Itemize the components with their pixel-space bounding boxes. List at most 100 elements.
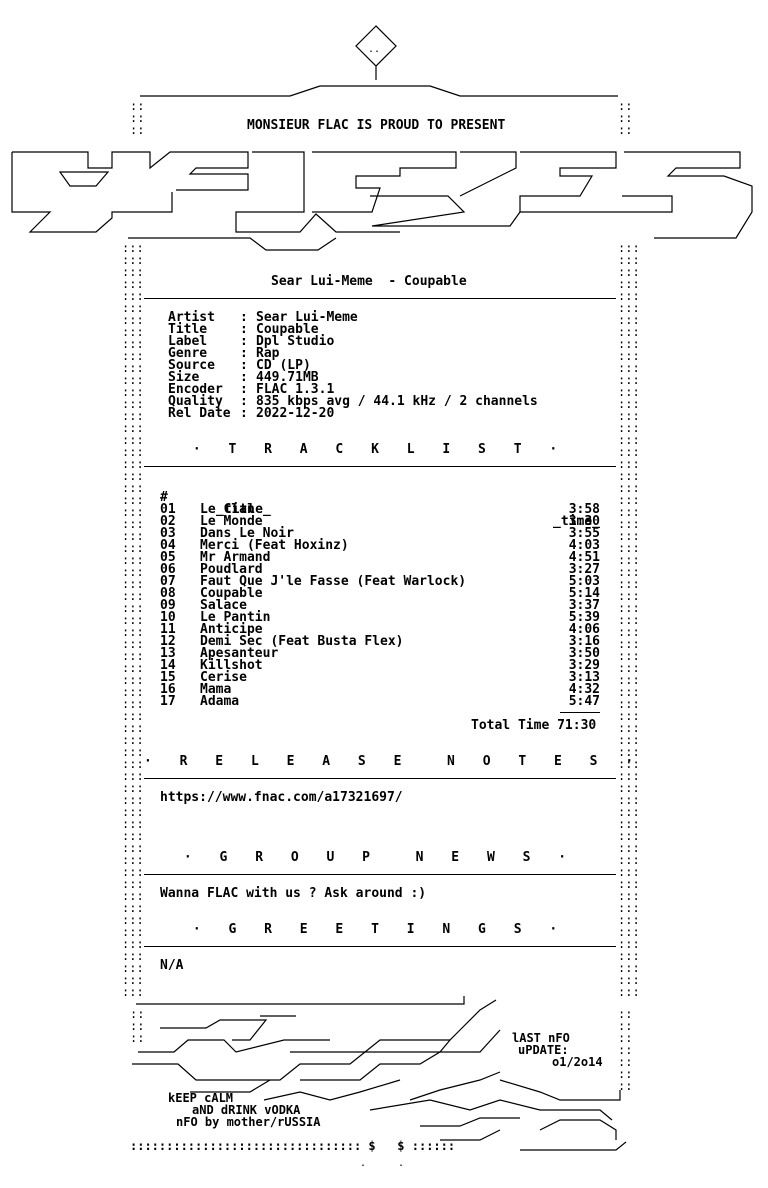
column-number: # (160, 490, 168, 505)
motto-line-1: kEEP cALM (168, 1091, 234, 1105)
footer-dots-line: :::::::::::::::::::::::::::::::: $ $ :::… (130, 1139, 456, 1153)
info-separator: : (240, 322, 248, 337)
info-separator: : (240, 382, 248, 397)
info-value: CD (LP) (256, 358, 311, 373)
nfo-credit: nFO by mother/rUSSIA (176, 1115, 321, 1129)
info-value: Dpl Studio (256, 334, 335, 349)
track-number: 12 (160, 634, 176, 649)
track-title: Cerise (200, 670, 247, 685)
release-notes-heading: · R E L E A S E N O T E S · (144, 754, 644, 769)
info-separator: : (240, 346, 248, 361)
update-label: uPDATE: (518, 1043, 569, 1057)
divider (144, 466, 616, 467)
footer-right-dots: :: :: :: :: :: :: :: (618, 1007, 633, 1093)
track-row: 14 Killshot 3:29 (160, 658, 600, 673)
tracklist-header-row: # _title_ _time_ (160, 480, 600, 528)
info-separator: : (240, 370, 248, 385)
track-time: 3:55 (568, 526, 600, 541)
track-number: 09 (160, 598, 176, 613)
track-number: 04 (160, 538, 176, 553)
info-value: Rap (256, 346, 280, 361)
release-notes-link[interactable]: https://www.fnac.com/a17321697/ (160, 790, 403, 805)
info-row: Title: Coupable (168, 322, 319, 337)
divider (144, 946, 616, 947)
track-row: 02 Le Monde 3:30 (160, 514, 600, 529)
footer-left-dots: :: :: :: (130, 1007, 145, 1045)
column-title: _title_ (216, 502, 271, 517)
update-date: o1/2o14 (552, 1055, 603, 1069)
info-row: Source:CD (LP) (168, 358, 311, 373)
info-value: Coupable (256, 322, 319, 337)
info-value: Sear Lui-Meme (256, 310, 358, 325)
info-value: 2022-12-20 (256, 406, 335, 421)
info-key: Quality (168, 394, 223, 409)
track-title: Merci (Feat Hoxinz) (200, 538, 349, 553)
info-key: Rel Date (168, 406, 231, 421)
track-number: 08 (160, 586, 176, 601)
info-value: 449.71MB (256, 370, 319, 385)
info-row: Genre: Rap (168, 346, 280, 361)
info-value: FLAC 1.3.1 (256, 382, 335, 397)
last-nfo-label: lAST nFO (512, 1031, 570, 1045)
top-right-dots: :: :: :: (618, 99, 633, 137)
track-number: 10 (160, 610, 176, 625)
track-title: Mama (200, 682, 232, 697)
presenter-line: MONSIEUR FLAC IS PROUD TO PRESENT (247, 118, 506, 133)
track-time: 3:30 (568, 514, 600, 529)
track-time: 3:29 (568, 658, 600, 673)
svg-text:.: . (360, 1158, 366, 1169)
info-key: Size (168, 370, 200, 385)
track-time: 5:14 (568, 586, 600, 601)
track-row: 07 Faut Que J'le Fasse (Feat Warlock) 5:03 (160, 574, 600, 589)
track-number: 07 (160, 574, 176, 589)
track-row: 15 Cerise 3:13 (160, 670, 600, 685)
track-title: Apesanteur (200, 646, 279, 661)
track-title: Le Monde (200, 514, 263, 529)
track-title: Faut Que J'le Fasse (Feat Warlock) (200, 574, 467, 589)
track-number: 06 (160, 562, 176, 577)
track-title: Coupable (200, 586, 263, 601)
track-number: 15 (160, 670, 176, 685)
info-key: Label (168, 334, 208, 349)
track-time: 3:37 (568, 598, 600, 613)
track-number: 17 (160, 694, 176, 709)
frame-right-border: ::: ::: ::: ::: ::: ::: ::: ::: ::: ::: … (618, 241, 640, 999)
track-title: Killshot (200, 658, 263, 673)
info-row: Quality:835 kbps avg / 44.1 kHz / 2 chan… (168, 394, 538, 409)
track-number: 14 (160, 658, 176, 673)
info-key: Title (168, 322, 208, 337)
track-time: 4:32 (568, 682, 600, 697)
info-separator: : (240, 394, 248, 409)
svg-text:..: .. (368, 44, 380, 55)
divider (144, 778, 616, 779)
greetings-heading: · G R E E T I N G S · (192, 922, 568, 937)
info-key: Artist (168, 310, 215, 325)
track-time: 3:13 (568, 670, 600, 685)
track-time: 4:03 (568, 538, 600, 553)
info-key: Genre (168, 346, 208, 361)
track-row: 08 Coupable 5:14 (160, 586, 600, 601)
info-key: Source (168, 358, 215, 373)
svg-text:.: . (398, 1158, 404, 1169)
group-news-heading: · G R O U P N E W S · (183, 850, 577, 865)
track-time: 3:27 (568, 562, 600, 577)
motto-line-2: aND dRINK vODKA (192, 1103, 301, 1117)
track-number: 02 (160, 514, 176, 529)
track-title: Anticipe (200, 622, 263, 637)
info-key: Encoder (168, 382, 223, 397)
track-time: 4:06 (568, 622, 600, 637)
top-left-dots: :: :: :: (130, 99, 145, 137)
track-number: 05 (160, 550, 176, 565)
greetings-text: N/A (160, 958, 184, 973)
group-news-text: Wanna FLAC with us ? Ask around :) (160, 886, 427, 901)
track-time: 5:03 (568, 574, 600, 589)
